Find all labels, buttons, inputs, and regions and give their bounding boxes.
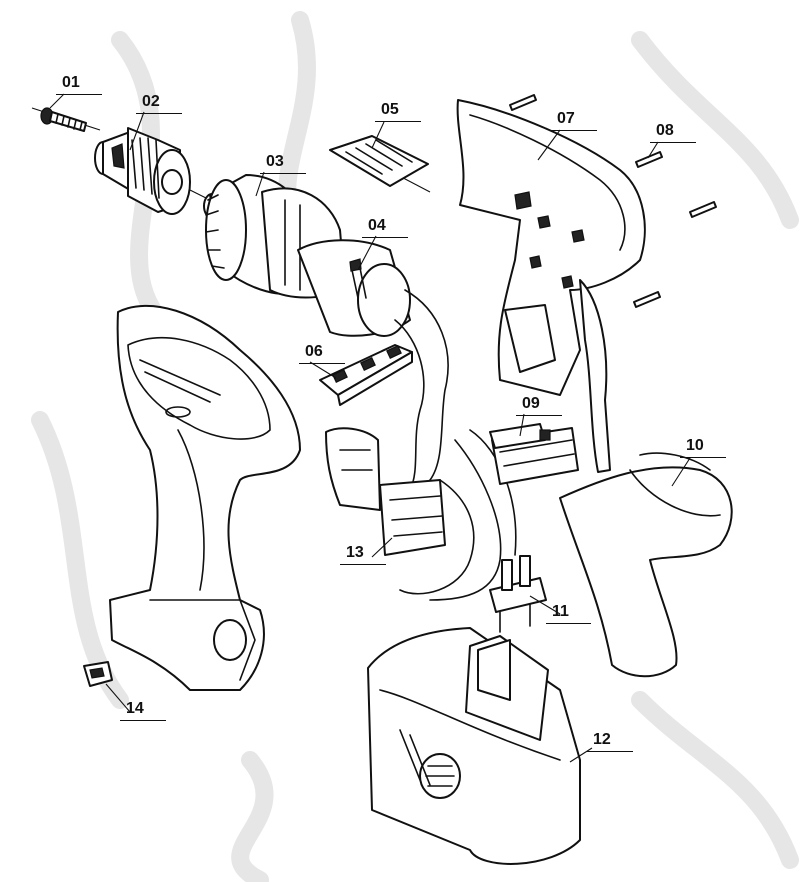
left-housing-half: [109, 304, 301, 691]
label-part-08: 08: [650, 122, 696, 143]
trigger-arm: [579, 279, 611, 473]
label-part-01: 01: [56, 74, 102, 95]
part-14-clip: [83, 661, 113, 687]
part-01-screw: [31, 107, 101, 132]
part-08-screws: [509, 94, 717, 308]
label-part-04: 04: [362, 217, 408, 238]
label-part-12: 12: [587, 731, 633, 752]
label-part-09: 09: [516, 395, 562, 416]
part-11-terminal-block: [489, 555, 547, 633]
label-part-07: 07: [551, 110, 597, 131]
label-part-05: 05: [375, 101, 421, 122]
label-part-02: 02: [136, 93, 182, 114]
background-watermark: [31, 11, 799, 882]
part-06-brush-holder: [319, 344, 413, 406]
part-07-right-housing: [456, 99, 646, 396]
part-12-battery: [367, 627, 581, 865]
label-part-14: 14: [120, 700, 166, 721]
label-part-03: 03: [260, 153, 306, 174]
label-part-06: 06: [299, 343, 345, 364]
motor-wires: [394, 289, 517, 601]
label-part-10: 10: [680, 437, 726, 458]
part-02-chuck: [94, 127, 211, 215]
part-04-motor: [297, 239, 411, 337]
leader-lines: [49, 93, 691, 763]
part-13-switch-block: [325, 427, 446, 556]
label-part-13: 13: [340, 544, 386, 565]
part-09-switch: [489, 423, 579, 485]
part-05-brush-plate: [329, 135, 431, 193]
label-part-11: 11: [546, 603, 591, 624]
part-10-grip-cover: [559, 452, 733, 678]
